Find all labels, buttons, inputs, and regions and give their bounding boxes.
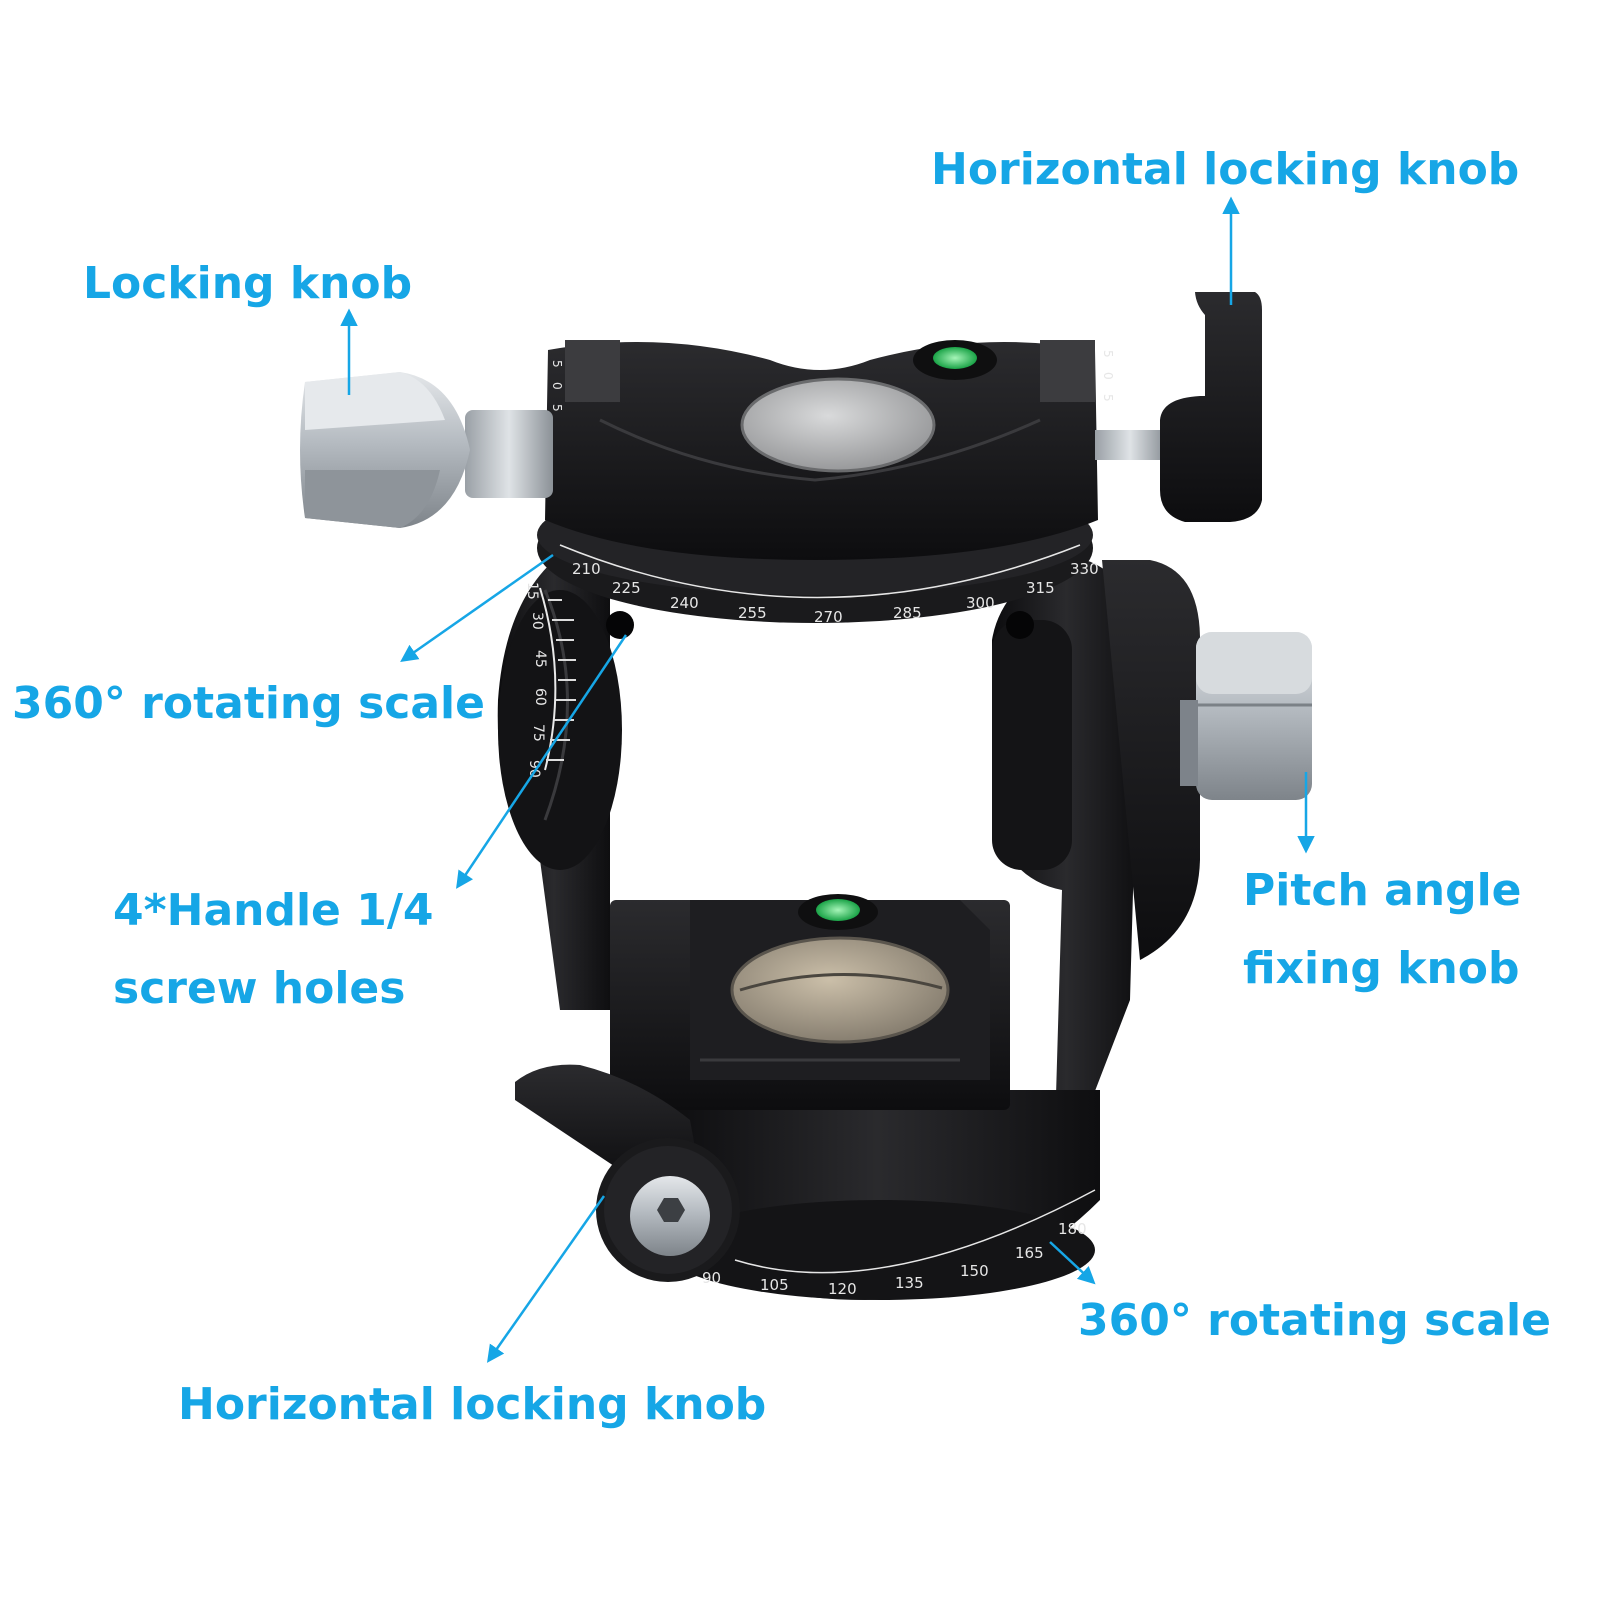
- arrow-left-scale: [400, 553, 554, 663]
- level-mark: 0: [1101, 372, 1115, 380]
- bottom-tick-label: 105: [760, 1276, 789, 1294]
- label-rotating-scale-right: 360° rotating scale: [1078, 1295, 1551, 1346]
- top-tick-label: 315: [1026, 579, 1055, 597]
- bottom-tick-label: 165: [1015, 1244, 1044, 1262]
- side-tick-label: 75: [530, 724, 546, 742]
- top-horizontal-locking-knob[interactable]: [1095, 292, 1262, 522]
- arrow-bottom-horizontal-knob: [486, 1195, 606, 1363]
- top-tick-label: 285: [893, 604, 922, 622]
- top-level-marks-right: 5 0 5: [1101, 350, 1115, 402]
- top-tick-label: 270: [814, 608, 843, 626]
- top-scale-labels: 210 225 240 255 270 285 300 315 330: [572, 560, 1099, 626]
- bottom-tick-label: 90: [702, 1269, 721, 1287]
- lower-mounting-disc: [730, 936, 950, 1044]
- top-tick-label: 225: [612, 579, 641, 597]
- level-mark: 0: [550, 382, 564, 390]
- level-mark: 5: [1101, 350, 1115, 358]
- top-mounting-disc: [740, 377, 936, 473]
- label-pitch-line2: fixing knob: [1243, 943, 1520, 994]
- bottom-horizontal-locking-knob[interactable]: [515, 1064, 740, 1282]
- lower-bubble-level: [798, 894, 878, 930]
- label-horizontal-locking-knob-bottom: Horizontal locking knob: [178, 1379, 767, 1430]
- right-arm: [992, 555, 1200, 1130]
- top-tick-label: 240: [670, 594, 699, 612]
- bottom-rotating-base: [655, 1090, 1100, 1300]
- side-scale-labels: 15 30 45 60 75 90: [524, 582, 548, 778]
- label-rotating-scale-left: 360° rotating scale: [12, 678, 485, 729]
- top-tick-label: 330: [1070, 560, 1099, 578]
- arrow-bottom-scale: [1049, 1241, 1096, 1285]
- top-bubble-level: [913, 340, 997, 380]
- level-mark: 5: [550, 360, 564, 368]
- label-handle-line2: screw holes: [113, 963, 406, 1014]
- side-tick-label: 30: [529, 612, 545, 630]
- level-mark: 5: [550, 404, 564, 412]
- bottom-tick-label: 135: [895, 1274, 924, 1292]
- bottom-tick-label: 180: [1058, 1220, 1087, 1238]
- label-horizontal-locking-knob-top: Horizontal locking knob: [931, 144, 1520, 195]
- label-handle-screw-holes: 4*Handle 1/4 screw holes: [113, 872, 434, 1028]
- label-handle-line1: 4*Handle 1/4: [113, 885, 434, 936]
- level-mark: 5: [1101, 394, 1115, 402]
- top-tick-label: 255: [738, 604, 767, 622]
- label-locking-knob: Locking knob: [83, 258, 413, 309]
- top-tick-label: 210: [572, 560, 601, 578]
- label-pitch-line1: Pitch angle: [1243, 865, 1522, 916]
- side-tick-label: 60: [532, 688, 548, 706]
- side-tick-label: 15: [524, 582, 540, 600]
- screw-holes: [606, 611, 1034, 639]
- bottom-tick-label: 120: [828, 1280, 857, 1298]
- left-arm: [497, 555, 622, 1010]
- locking-knob[interactable]: [300, 372, 553, 528]
- top-level-marks-left: 5 0 5: [550, 360, 564, 412]
- arrow-screw-holes: [456, 634, 628, 889]
- pitch-angle-knob[interactable]: [1180, 632, 1312, 800]
- side-scale-ticks: [546, 599, 576, 761]
- top-tick-label: 300: [966, 594, 995, 612]
- side-tick-label: 45: [532, 650, 548, 668]
- label-pitch-angle-knob: Pitch angle fixing knob: [1243, 852, 1522, 1008]
- bottom-scale-labels: 90 105 120 135 150 165 180: [702, 1220, 1087, 1298]
- bottom-tick-label: 150: [960, 1262, 989, 1280]
